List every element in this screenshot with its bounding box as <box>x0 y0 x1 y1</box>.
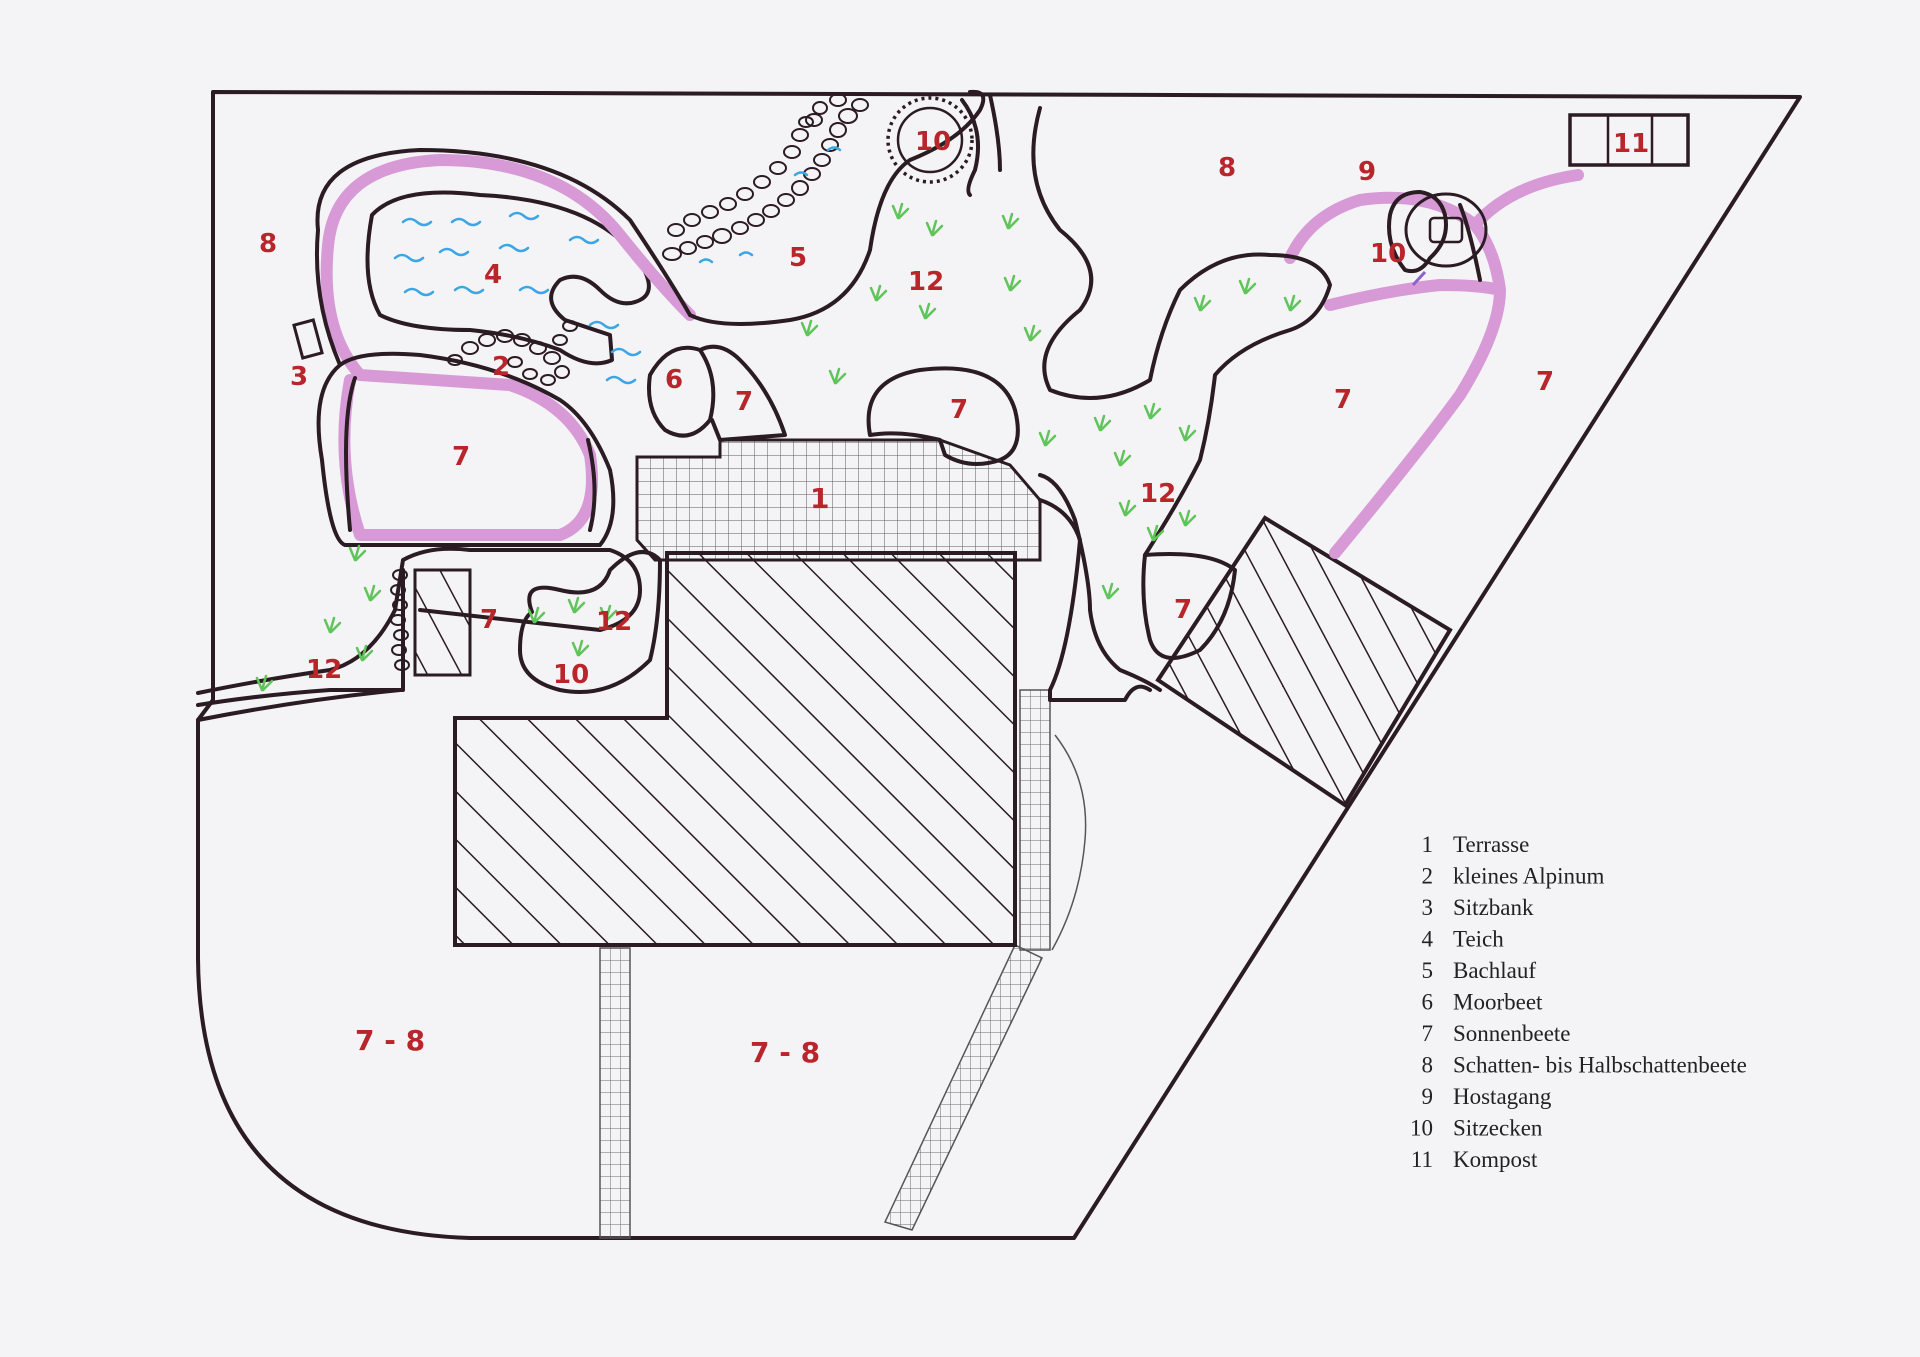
bed-outline-south-west <box>196 546 642 707</box>
legend-number: 11 <box>1411 1147 1433 1172</box>
path-hostagang <box>1329 169 1584 559</box>
stones-shed-row <box>390 569 410 671</box>
garage <box>1155 515 1453 808</box>
bed-outline-terrace-side <box>1038 498 1152 702</box>
legend-label: Schatten- bis Halbschattenbeete <box>1453 1053 1747 1078</box>
bed-outline-7-mid <box>698 344 787 442</box>
legend-label: kleines Alpinum <box>1453 864 1605 889</box>
label-schatten-a: 8 <box>259 229 277 259</box>
property-boundary <box>196 90 1802 1240</box>
legend-label: Kompost <box>1453 1147 1538 1172</box>
path-west-loop <box>320 240 598 541</box>
label-sitzecke-a: 10 <box>915 127 951 157</box>
bed-outline-sitzecke-east <box>1387 190 1482 282</box>
label-kompost: 11 <box>1613 129 1649 159</box>
label-alpinum: 2 <box>492 352 510 382</box>
legend-number: 3 <box>1422 895 1434 920</box>
label-wiese-c: 12 <box>596 607 632 637</box>
walkway-side <box>1019 689 1051 951</box>
legend-label: Sitzecken <box>1453 1116 1543 1141</box>
legend-number: 10 <box>1410 1116 1433 1141</box>
label-schatten-b: 8 <box>1218 153 1236 183</box>
label-sonnen-e: 7 <box>1536 367 1554 397</box>
label-teich: 4 <box>484 260 502 290</box>
bed-outline-east-12 <box>1038 473 1237 692</box>
lower-lawn-edge <box>196 688 402 722</box>
label-mix-b: 7 - 8 <box>750 1036 820 1069</box>
legend-label: Hostagang <box>1453 1084 1552 1109</box>
bed-outline-path-inner <box>344 376 597 532</box>
label-sitzecke-b: 10 <box>1370 239 1406 269</box>
walkway-curve <box>1051 734 1087 951</box>
label-sonnen-b: 7 <box>452 442 470 472</box>
legend-number: 5 <box>1422 958 1434 983</box>
legend-label: Sitzbank <box>1453 895 1534 920</box>
legend-number: 4 <box>1422 927 1434 952</box>
legend: 1 Terrasse 2 kleines Alpinum 3 Sitzbank 4 Teich… <box>1410 832 1747 1172</box>
sitzecke-top <box>886 96 974 184</box>
label-sonnen-d: 7 <box>1334 385 1352 415</box>
legend-number: 7 <box>1422 1021 1434 1046</box>
path-hostagang-loop <box>1284 191 1506 311</box>
shed <box>413 568 472 677</box>
walkway-south <box>599 947 631 1239</box>
path-pond-loop <box>322 154 696 321</box>
legend-number: 1 <box>1422 832 1434 857</box>
label-wiese-a: 12 <box>908 267 944 297</box>
terrace <box>635 438 1042 562</box>
bed-outline-bachlauf <box>688 89 1002 326</box>
bed-outline-center-12 <box>1031 106 1332 557</box>
house <box>453 551 1017 947</box>
bed-outline-10 <box>518 550 662 694</box>
pond-water <box>393 146 842 385</box>
label-terrasse: 1 <box>810 482 829 515</box>
legend-label: Moorbeet <box>1453 990 1543 1015</box>
stones-alpinum <box>447 320 578 386</box>
legend-label: Sonnenbeete <box>1453 1021 1571 1046</box>
bench <box>292 318 324 360</box>
label-moorbeet: 6 <box>665 365 683 395</box>
legend-number: 2 <box>1422 864 1434 889</box>
label-sonnen-f: 7 <box>480 605 498 635</box>
walkway-east <box>883 943 1043 1231</box>
bed-outline-7-center <box>866 366 1020 466</box>
label-sonnen-c: 7 <box>950 395 968 425</box>
pond <box>365 190 651 366</box>
legend-number: 9 <box>1422 1084 1434 1109</box>
label-bachlauf: 5 <box>789 243 807 273</box>
label-hostagang: 9 <box>1358 157 1376 187</box>
legend-label: Terrasse <box>1453 832 1529 857</box>
compost-bin <box>1568 113 1690 167</box>
label-wiese-b: 12 <box>1140 479 1176 509</box>
label-wiese-d: 12 <box>306 655 342 685</box>
legend-label: Bachlauf <box>1453 958 1536 983</box>
legend-number: 6 <box>1422 990 1434 1015</box>
bed-outline-west <box>314 148 692 547</box>
label-sonnen-a: 7 <box>735 387 753 417</box>
sitzecke-east <box>1404 192 1488 268</box>
label-sitzecke-c: 10 <box>553 660 589 690</box>
label-sitzbank: 3 <box>290 362 308 392</box>
legend-number: 8 <box>1422 1053 1434 1078</box>
stones-bachlauf <box>662 93 869 261</box>
legend-label: Teich <box>1453 927 1504 952</box>
grass-tufts <box>255 202 1302 692</box>
label-mix-a: 7 - 8 <box>355 1024 425 1057</box>
label-sonnen-g: 7 <box>1174 595 1192 625</box>
